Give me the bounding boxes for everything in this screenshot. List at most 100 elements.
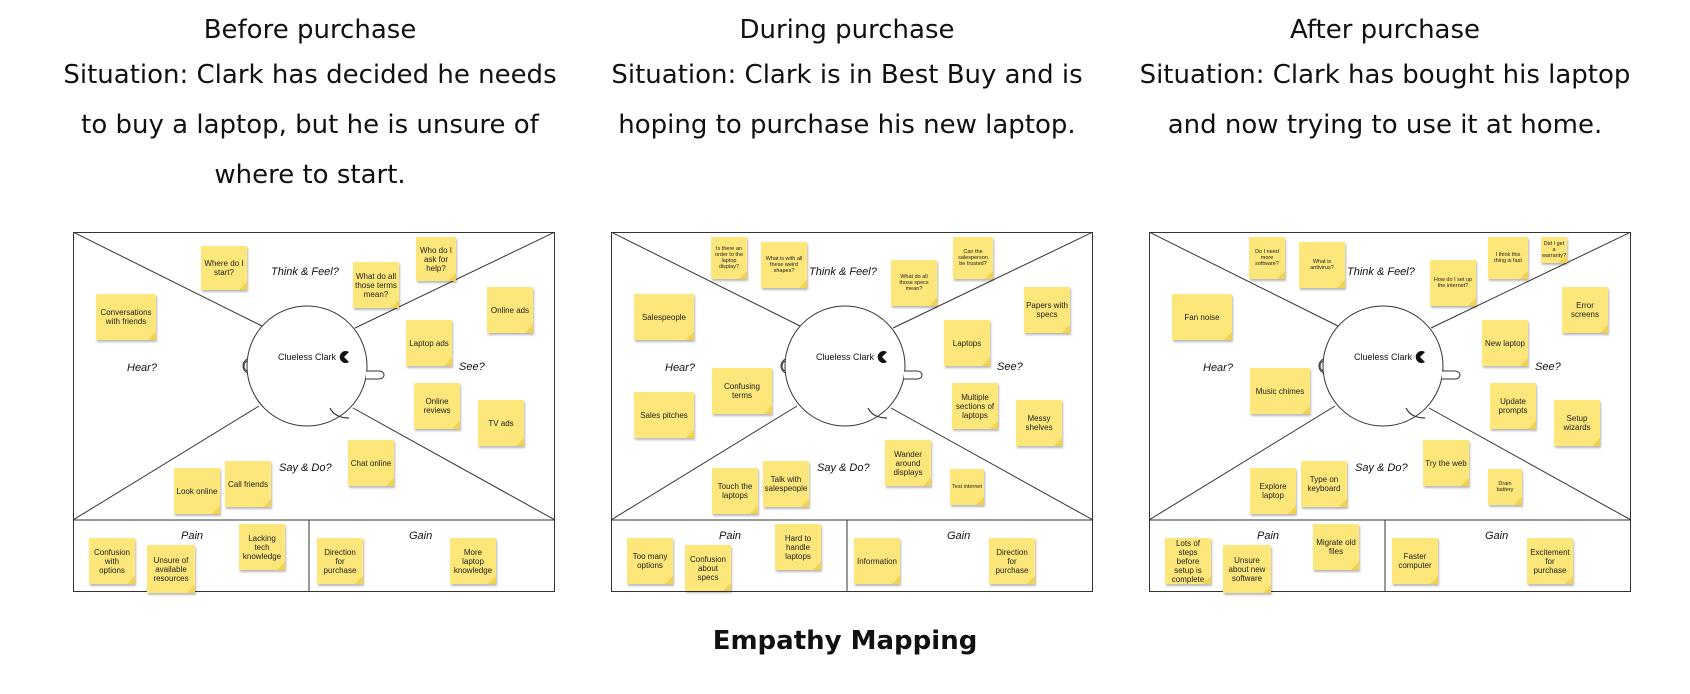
label-gain: Gain — [409, 530, 433, 542]
divider-line — [890, 407, 1093, 521]
empathy-map-frame — [73, 232, 555, 592]
map-border — [611, 232, 1093, 592]
sticky-note-think: Can the salesperson be trusted? — [953, 237, 993, 279]
sticky-note-think: Is there an order to the laptop display? — [711, 237, 747, 279]
sticky-note-see: Online reviews — [414, 383, 460, 429]
divider-line — [1430, 232, 1631, 329]
sticky-note-say: Talk with salespeople — [763, 461, 809, 507]
sticky-note-pain: Lots of steps before setup is complete — [1165, 538, 1211, 584]
label-see: See? — [1535, 361, 1561, 373]
sticky-note-see: Laptop ads — [406, 320, 452, 366]
sticky-note-think: Where do I start? — [201, 246, 247, 290]
sticky-note-see: Papers with specs — [1024, 287, 1070, 333]
eye-shape — [877, 351, 887, 363]
empathy-map-frame — [1149, 232, 1631, 592]
sticky-note-pain: Unsure about new software — [1223, 545, 1271, 593]
persona-name: Clueless Clark — [815, 352, 875, 362]
label-pain: Pain — [181, 530, 204, 542]
label-gain: Gain — [1485, 530, 1509, 542]
persona-head — [1322, 305, 1444, 427]
sticky-note-hear: Fan noise — [1172, 294, 1232, 340]
mouth-shape — [329, 407, 350, 419]
sticky-note-hear: Confusing terms — [712, 368, 772, 414]
sticky-note-think: Do I need more software? — [1249, 237, 1285, 279]
divider-line — [1149, 405, 1336, 521]
sticky-note-say: Call friends — [225, 461, 271, 507]
divider-line — [352, 407, 555, 521]
sticky-note-gain: Information — [854, 538, 900, 584]
label-hear: Hear? — [1203, 362, 1233, 374]
divider-line — [73, 405, 260, 521]
panel-header: During purchase Situation: Clark is in B… — [577, 10, 1117, 150]
divider-line — [611, 232, 801, 327]
label-see: See? — [459, 361, 485, 373]
label-think-feel: Think & Feel? — [809, 266, 877, 278]
sticky-note-hear: Conversations with friends — [96, 294, 156, 340]
sticky-note-see: Multiple sections of laptops — [952, 383, 998, 429]
stage-title: After purchase — [1289, 15, 1481, 45]
panel-header: After purchase Situation: Clark has boug… — [1115, 10, 1655, 150]
sticky-note-say: Try the web — [1423, 440, 1469, 486]
eye-shape — [1415, 351, 1425, 363]
label-gain: Gain — [947, 530, 971, 542]
sticky-note-think: How do I set up the internet? — [1430, 260, 1476, 306]
sticky-note-say: Test internet — [950, 469, 984, 505]
sticky-note-say: Type on keyboard — [1301, 461, 1347, 507]
label-think-feel: Think & Feel? — [271, 266, 339, 278]
sticky-note-think: What do all those terms mean? — [353, 262, 399, 308]
sticky-note-see: Laptops — [944, 320, 990, 366]
sticky-note-pain: Hard to handle laptops — [775, 524, 821, 570]
situation-text: Situation: Clark has decided he needs to… — [63, 60, 557, 190]
mouth-shape — [867, 407, 888, 419]
nose-shape — [1442, 370, 1461, 380]
sticky-note-gain: Direction for purchase — [317, 538, 363, 584]
divider-line — [892, 232, 1093, 329]
sticky-note-think: What is antivirus? — [1299, 242, 1345, 288]
persona-name: Clueless Clark — [1353, 352, 1413, 362]
divider-line — [1428, 407, 1631, 521]
label-say-do: Say & Do? — [279, 462, 332, 474]
sticky-note-gain: More laptop knowledge — [450, 538, 496, 584]
sticky-note-hear: Sales pitches — [634, 392, 694, 438]
mouth-shape — [1405, 407, 1426, 419]
sticky-note-see: Setup wizards — [1554, 400, 1600, 446]
stage-title: Before purchase — [203, 15, 417, 45]
sticky-note-see: Update prompts — [1490, 383, 1536, 429]
eye-shape — [339, 351, 349, 363]
sticky-note-pain: Migrate old files — [1313, 524, 1359, 570]
sticky-note-pain: Confusion about specs — [685, 545, 731, 591]
situation-text: Situation: Clark has bought his laptop a… — [1139, 60, 1631, 140]
label-think-feel: Think & Feel? — [1347, 266, 1415, 278]
empathy-map-before: Clueless Clark Think & Feel? Hear? See? Say … — [73, 232, 555, 593]
sticky-note-say: Look online — [174, 468, 220, 514]
sticky-note-pain: Too many options — [627, 538, 673, 584]
sticky-note-see: Messy shelves — [1016, 400, 1062, 446]
label-hear: Hear? — [665, 362, 695, 374]
sticky-note-say: Wander around displays — [885, 440, 931, 486]
sticky-note-gain: Faster computer — [1392, 538, 1438, 584]
sticky-note-see: TV ads — [478, 400, 524, 446]
sticky-note-hear: Music chimes — [1250, 368, 1310, 414]
sticky-note-hear: Salespeople — [634, 294, 694, 340]
map-border — [73, 232, 555, 592]
sticky-note-pain: Unsure of available resources — [147, 545, 195, 593]
empathy-map-after: Clueless Clark Think & Feel? Hear? See? Say … — [1149, 232, 1631, 593]
divider-line — [1149, 232, 1339, 327]
label-hear: Hear? — [127, 362, 157, 374]
panel-header: Before purchase Situation: Clark has dec… — [40, 10, 580, 200]
sticky-note-say: Drain battery — [1488, 469, 1522, 505]
label-pain: Pain — [719, 530, 742, 542]
persona-name: Clueless Clark — [277, 352, 337, 362]
sticky-note-gain: Excitement for purchase — [1527, 538, 1573, 584]
label-say-do: Say & Do? — [1355, 462, 1408, 474]
sticky-note-see: New laptop — [1482, 320, 1528, 366]
sticky-note-think: Did I get a warranty? — [1541, 237, 1567, 263]
map-border — [1149, 232, 1631, 592]
sticky-note-think: Who do I ask for help? — [416, 237, 456, 281]
sticky-note-pain: Confusion with options — [89, 538, 135, 584]
sticky-note-say: Chat online — [348, 440, 394, 486]
divider-line — [611, 405, 798, 521]
nose-shape — [904, 370, 923, 380]
footer-title: Empathy Mapping — [712, 626, 978, 656]
